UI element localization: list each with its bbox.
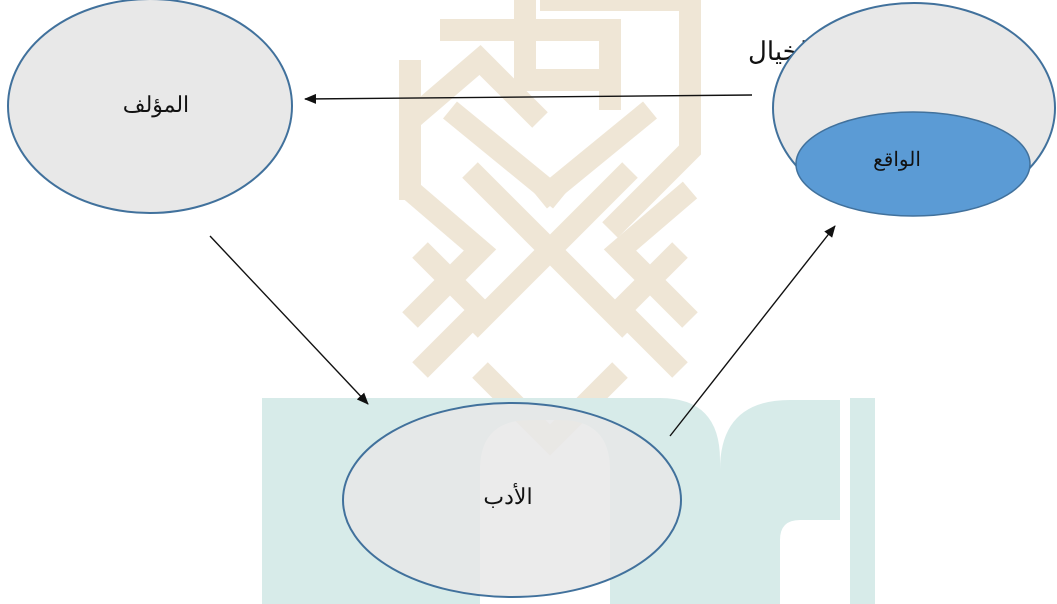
arrow-literature-to-reality: [669, 225, 836, 437]
node-literature-label: الأدب: [483, 482, 532, 510]
arrow-author-to-literature: [209, 235, 369, 405]
node-author: المؤلف: [7, 0, 293, 214]
arrow-reality-to-author: [304, 93, 753, 104]
node-reality: الواقع: [772, 2, 1056, 217]
node-literature: الأدب: [342, 402, 682, 598]
node-author-label: المؤلف: [123, 93, 189, 118]
node-reality-label: الواقع: [873, 147, 921, 171]
